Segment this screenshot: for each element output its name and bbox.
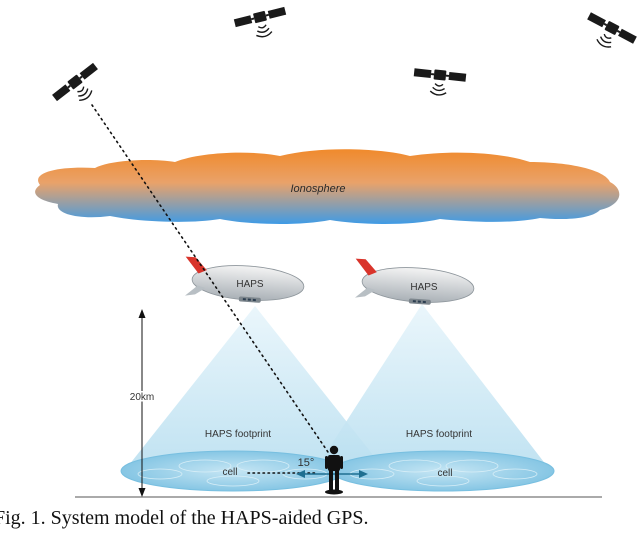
altitude-label: 20km <box>130 392 154 403</box>
haps-gps-system-diagram: Ionosphere HAPS HAPS 20km HAPS footprint… <box>35 4 639 498</box>
satellite-icon <box>50 61 109 115</box>
cell-label-right: cell <box>437 468 452 479</box>
altitude-arrow <box>138 309 146 497</box>
haps-label-right: HAPS <box>410 282 438 293</box>
haps-label-left: HAPS <box>236 279 264 290</box>
angle-label: 15° <box>298 457 315 469</box>
haps-footprint-left <box>125 306 385 470</box>
satellite-icon <box>232 4 292 44</box>
footprint-label-left: HAPS footprint <box>205 429 271 440</box>
cell-left <box>120 450 346 492</box>
satellite-icon <box>578 10 639 59</box>
satellite-icon <box>411 66 468 99</box>
person-icon <box>325 445 343 495</box>
cell-label-left: cell <box>222 467 237 478</box>
signal-path <box>91 104 331 456</box>
cell-right <box>331 450 555 492</box>
figure-caption: Fig. 1. System model of the HAPS-aided G… <box>0 507 369 529</box>
ionosphere-label: Ionosphere <box>290 183 345 195</box>
footprint-label-right: HAPS footprint <box>406 429 472 440</box>
haps-footprint-right <box>315 304 550 470</box>
ionosphere-cloud <box>35 149 620 225</box>
